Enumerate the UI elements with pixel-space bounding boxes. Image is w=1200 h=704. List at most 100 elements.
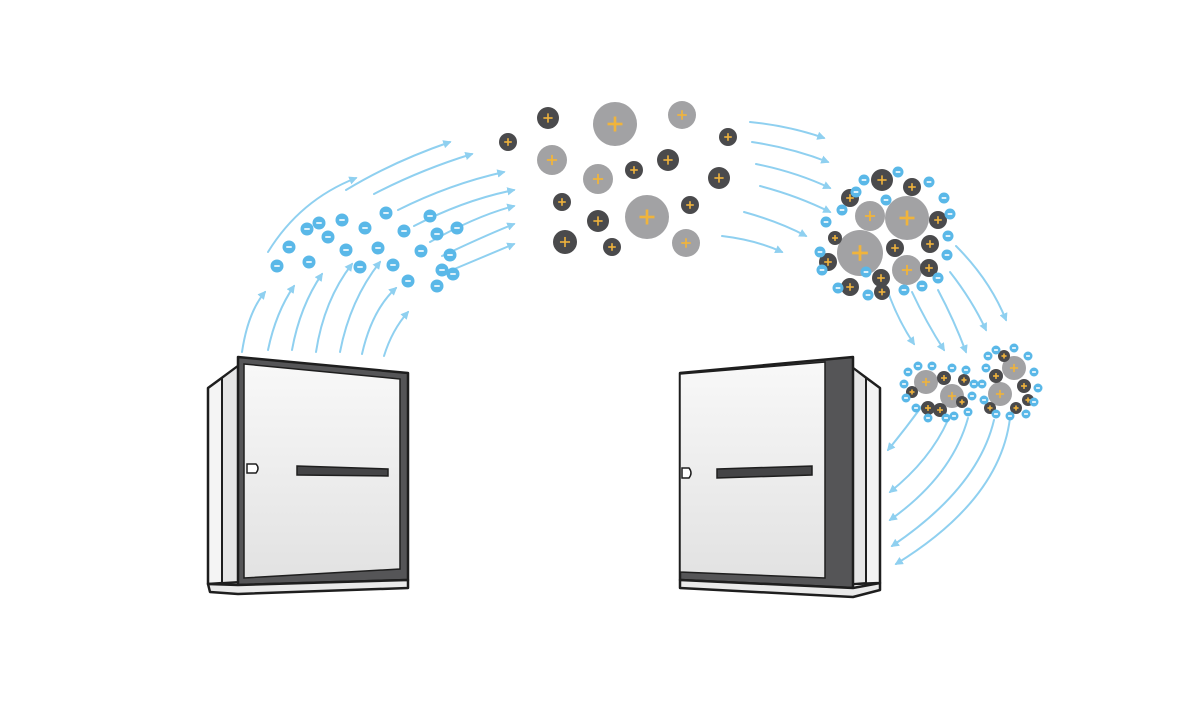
positive-ion-small xyxy=(1010,402,1022,414)
positive-ion-small xyxy=(871,169,893,191)
positive-ion-large xyxy=(837,230,883,276)
positive-ion-small xyxy=(553,230,577,254)
negative-ion xyxy=(913,361,923,371)
negative-ion xyxy=(941,249,953,261)
positive-ion-large xyxy=(892,255,922,285)
negative-ion xyxy=(969,379,979,389)
positive-ion-small xyxy=(872,269,890,287)
outflow-arrow xyxy=(267,176,358,253)
positive-ion-small xyxy=(886,239,904,257)
outflow-arrow xyxy=(451,242,516,271)
negative-ion xyxy=(358,221,372,235)
negative-ion xyxy=(938,192,950,204)
positive-ion-small xyxy=(499,133,517,151)
negative-ion xyxy=(302,255,316,269)
device-right-base xyxy=(678,578,882,599)
negative-ion xyxy=(858,174,870,186)
positive-ion-large xyxy=(855,201,885,231)
positive-ion-small xyxy=(553,193,571,211)
negative-ion xyxy=(836,204,848,216)
negative-ion xyxy=(862,289,874,301)
positive-ion-large xyxy=(583,164,613,194)
negative-ion xyxy=(981,363,991,373)
positive-ion-small xyxy=(657,149,679,171)
positive-ion-large xyxy=(668,101,696,129)
negative-ion xyxy=(300,222,314,236)
negative-ion xyxy=(901,393,911,403)
spread-arrow xyxy=(751,141,830,164)
negative-ion xyxy=(832,282,844,294)
negative-ion xyxy=(430,279,444,293)
cluster-arrow xyxy=(887,291,915,346)
negative-ion xyxy=(430,227,444,241)
positive-ion-large xyxy=(672,229,700,257)
cluster-arrow xyxy=(937,289,968,354)
negative-ion xyxy=(1033,383,1043,393)
negative-ion xyxy=(814,246,826,258)
outflow-arrow xyxy=(345,140,452,191)
positive-ion-small xyxy=(920,259,938,277)
outflow-arrow xyxy=(361,286,398,355)
return-arrow xyxy=(890,419,995,547)
negative-ion xyxy=(1029,367,1039,377)
positive-ion-large xyxy=(914,370,938,394)
cluster-arrow xyxy=(949,271,987,332)
negative-ion xyxy=(1023,351,1033,361)
negative-ion xyxy=(967,391,977,401)
positive-ion-small xyxy=(958,374,970,386)
positive-ion-small xyxy=(921,401,935,415)
device-right-side-strip xyxy=(852,365,867,586)
positive-ion-large xyxy=(537,145,567,175)
negative-ion xyxy=(1029,397,1039,407)
positive-ion-small xyxy=(625,161,643,179)
negative-ion xyxy=(947,363,957,373)
return-arrow xyxy=(888,417,969,521)
ion-cluster-small-left xyxy=(899,361,979,423)
negative-ion xyxy=(944,208,956,220)
outflow-arrow xyxy=(373,151,474,195)
negative-ion xyxy=(899,379,909,389)
device-right xyxy=(678,355,882,599)
negative-ion xyxy=(816,264,828,276)
positive-ion-small xyxy=(587,210,609,232)
spread-arrow xyxy=(743,211,808,237)
positive-ion-small xyxy=(828,231,842,245)
return-arrow xyxy=(888,419,949,494)
negative-ion xyxy=(379,206,393,220)
outflow-arrow xyxy=(339,260,382,353)
negative-ion xyxy=(1021,409,1031,419)
positive-ion-large xyxy=(885,196,929,240)
negative-ion xyxy=(414,244,428,258)
arrows-return-flow xyxy=(886,405,1011,565)
negative-ion xyxy=(961,365,971,375)
negative-ion xyxy=(880,194,892,206)
outflow-arrow xyxy=(291,272,323,351)
device-left xyxy=(206,355,410,596)
negative-ion xyxy=(401,274,415,288)
spread-arrow xyxy=(749,121,826,140)
negative-ion xyxy=(1005,411,1015,421)
negative-ion xyxy=(397,224,411,238)
positive-ion-small xyxy=(708,167,730,189)
positive-ion-small xyxy=(681,196,699,214)
negative-ion xyxy=(386,258,400,272)
negative-ion xyxy=(321,230,335,244)
positive-ion-small xyxy=(719,128,737,146)
negative-ion xyxy=(898,284,910,296)
negative-ion xyxy=(963,407,973,417)
outflow-arrow xyxy=(241,290,267,353)
device-left-latch xyxy=(246,463,259,474)
positive-ion-small xyxy=(937,371,951,385)
negative-ion xyxy=(435,263,449,277)
cluster-arrow xyxy=(911,291,945,352)
outflow-arrow xyxy=(397,169,506,211)
spread-arrow xyxy=(721,235,784,253)
positive-ion-small xyxy=(537,107,559,129)
device-left-handle xyxy=(296,465,389,477)
return-arrow xyxy=(894,417,1011,565)
spread-arrow xyxy=(759,185,832,213)
arrows-cluster-down xyxy=(887,245,1008,354)
negative-ion xyxy=(339,243,353,257)
negative-ion xyxy=(820,216,832,228)
